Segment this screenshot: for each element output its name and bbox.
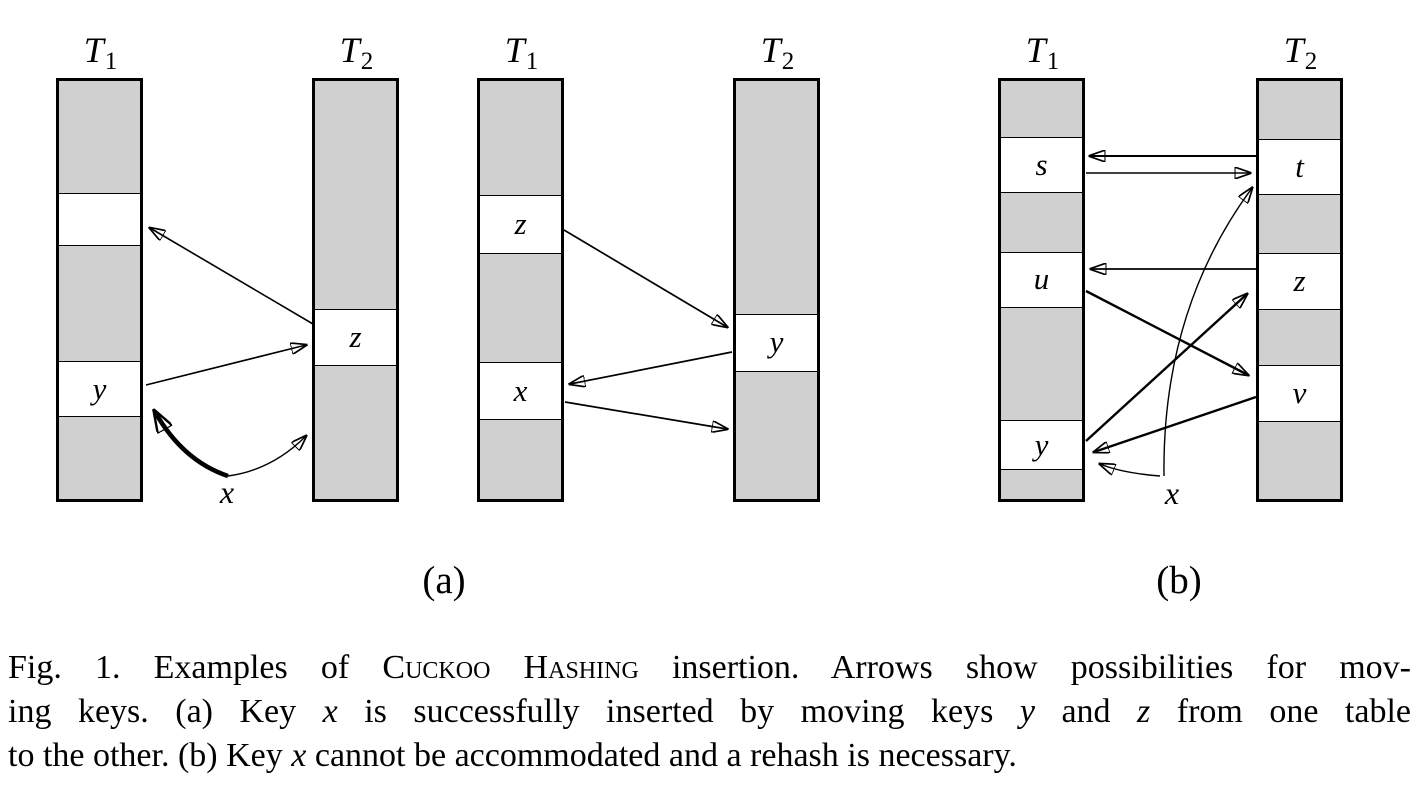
table-cell: [736, 81, 817, 314]
cell-key-label: y: [92, 370, 107, 406]
table-cell-key-s: s: [1001, 137, 1082, 193]
hash-table-a1-t2: z: [312, 78, 399, 502]
caption-math-x: x: [322, 693, 338, 730]
caption-line-3: to the other. (b) Key x cannot be accomm…: [8, 734, 1411, 778]
table-cell-empty: [59, 193, 140, 245]
cell-key-label: z: [514, 205, 527, 241]
table-cell-key-v: v: [1259, 364, 1340, 422]
caption-text: cannot be accommodated and a rehash is n…: [306, 737, 1017, 774]
table-title-sub: 2: [781, 48, 795, 75]
hash-table-a2-t2: y: [733, 78, 820, 502]
caption-text: to the other. (b) Key: [8, 737, 292, 774]
cell-key-label: y: [1034, 426, 1049, 462]
arrow-x-to-t-b: [1163, 188, 1252, 477]
table-title-sub: 1: [1046, 48, 1060, 75]
table-cell: [1259, 81, 1340, 140]
table-title-base: T: [1025, 30, 1046, 70]
arrow-x-to-t2-alt: [227, 436, 306, 477]
table-cell: [59, 416, 140, 499]
hash-table-a1-t1: y: [56, 78, 143, 502]
arrow-z-to-y: [563, 229, 727, 327]
caption-text: from one table: [1150, 693, 1411, 730]
table-title-a2-t1: T1: [476, 30, 566, 75]
table-cell-key-z: z: [480, 195, 561, 253]
arrow-z-to-empty-cell: [150, 228, 314, 325]
table-title-base: T: [339, 30, 360, 70]
cell-key-label: z: [349, 318, 362, 354]
table-title-sub: 1: [104, 48, 118, 75]
table-cell: [1001, 81, 1082, 138]
table-cell-key-z: z: [1259, 252, 1340, 309]
table-title-sub: 2: [1304, 48, 1318, 75]
table-cell: [1259, 421, 1340, 500]
table-title-base: T: [1283, 30, 1304, 70]
hash-table-b-t1: s u y: [998, 78, 1085, 502]
cell-key-label: u: [1033, 261, 1050, 297]
table-cell-key-z: z: [315, 308, 396, 365]
table-title-a2-t2: T2: [732, 30, 822, 75]
table-cell: [480, 252, 561, 362]
caption-math-y: y: [1019, 693, 1035, 730]
table-cell: [1259, 194, 1340, 253]
caption-math-x: x: [291, 737, 307, 774]
table-cell: [480, 419, 561, 499]
caption-text: ing keys. (a) Key: [8, 693, 323, 730]
caption-line-2: ing keys. (a) Key x is successfully inse…: [8, 690, 1411, 734]
table-title-b-t2: T2: [1255, 30, 1345, 75]
caption-math-z: z: [1137, 693, 1151, 730]
hash-table-a2-t1: z x: [477, 78, 564, 502]
table-title-base: T: [83, 30, 104, 70]
table-cell: [315, 81, 396, 309]
caption-text: is successfully inserted by moving keys: [337, 693, 1020, 730]
panel-label-a: (a): [422, 559, 466, 602]
table-cell-key-x: x: [480, 361, 561, 420]
table-cell: [1001, 469, 1082, 499]
arrow-y-to-x: [570, 351, 733, 384]
hash-table-b-t2: t z v: [1256, 78, 1343, 502]
figure-caption: Fig. 1. Examples of Cuckoo Hashing inser…: [8, 646, 1411, 778]
table-cell: [1001, 192, 1082, 252]
table-cell-key-y: y: [1001, 420, 1082, 470]
cell-key-label: t: [1295, 148, 1304, 184]
table-cell: [1259, 308, 1340, 365]
cell-key-label: z: [1293, 262, 1306, 298]
table-cell-key-t: t: [1259, 139, 1340, 195]
arrow-u-to-v: [1085, 289, 1248, 375]
table-title-a1-t2: T2: [311, 30, 401, 75]
table-cell-key-y: y: [59, 360, 140, 417]
table-cell: [736, 370, 817, 499]
caption-line-1: Fig. 1. Examples of Cuckoo Hashing inser…: [8, 646, 1411, 690]
table-cell: [480, 81, 561, 196]
cell-key-label: v: [1292, 375, 1307, 411]
arrow-y-to-z: [145, 345, 306, 386]
cell-key-label: x: [513, 372, 528, 408]
table-title-sub: 1: [525, 48, 539, 75]
arrow-v-to-y: [1094, 395, 1257, 452]
cell-key-label: y: [769, 324, 784, 360]
table-cell: [59, 244, 140, 361]
table-title-sub: 2: [360, 48, 374, 75]
table-cell-key-u: u: [1001, 251, 1082, 307]
table-title-base: T: [760, 30, 781, 70]
arrow-x-to-t2: [564, 401, 727, 429]
table-cell-key-y: y: [736, 313, 817, 371]
table-cell: [315, 364, 396, 499]
cell-key-label: s: [1035, 146, 1048, 182]
inserted-key-x-label-b: x: [1164, 475, 1180, 511]
table-title-base: T: [504, 30, 525, 70]
arrow-x-to-y-thick: [155, 412, 229, 479]
caption-text: Fig. 1. Examples of: [8, 649, 383, 686]
caption-text: insertion. Arrows show possibilities for…: [638, 649, 1411, 686]
caption-smallcaps-cuckoo-hashing: Cuckoo Hashing: [382, 649, 639, 686]
caption-text: and: [1034, 693, 1138, 730]
panel-label-b: (b): [1156, 559, 1202, 602]
table-cell: [1001, 306, 1082, 421]
table-cell: [59, 81, 140, 194]
table-title-a1-t1: T1: [55, 30, 145, 75]
table-title-b-t1: T1: [997, 30, 1087, 75]
inserted-key-x-label-a: x: [219, 474, 235, 510]
arrow-y-to-z-b: [1085, 294, 1247, 442]
